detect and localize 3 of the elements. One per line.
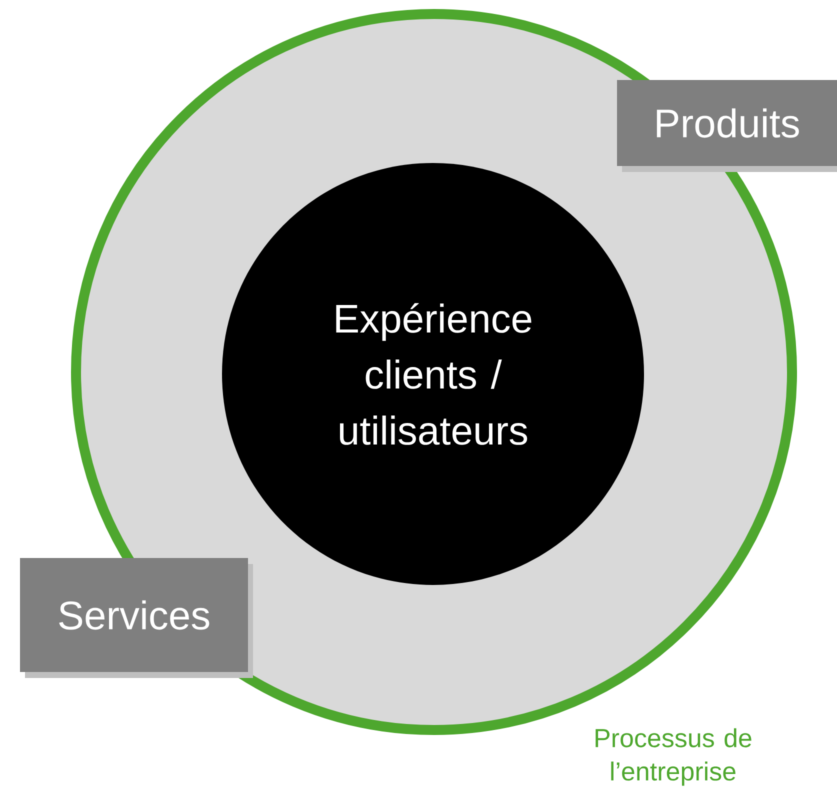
label-box: Services [20, 558, 253, 678]
label-box: Produits [617, 80, 837, 172]
caption-text: Processus de l’entreprise [596, 728, 752, 786]
